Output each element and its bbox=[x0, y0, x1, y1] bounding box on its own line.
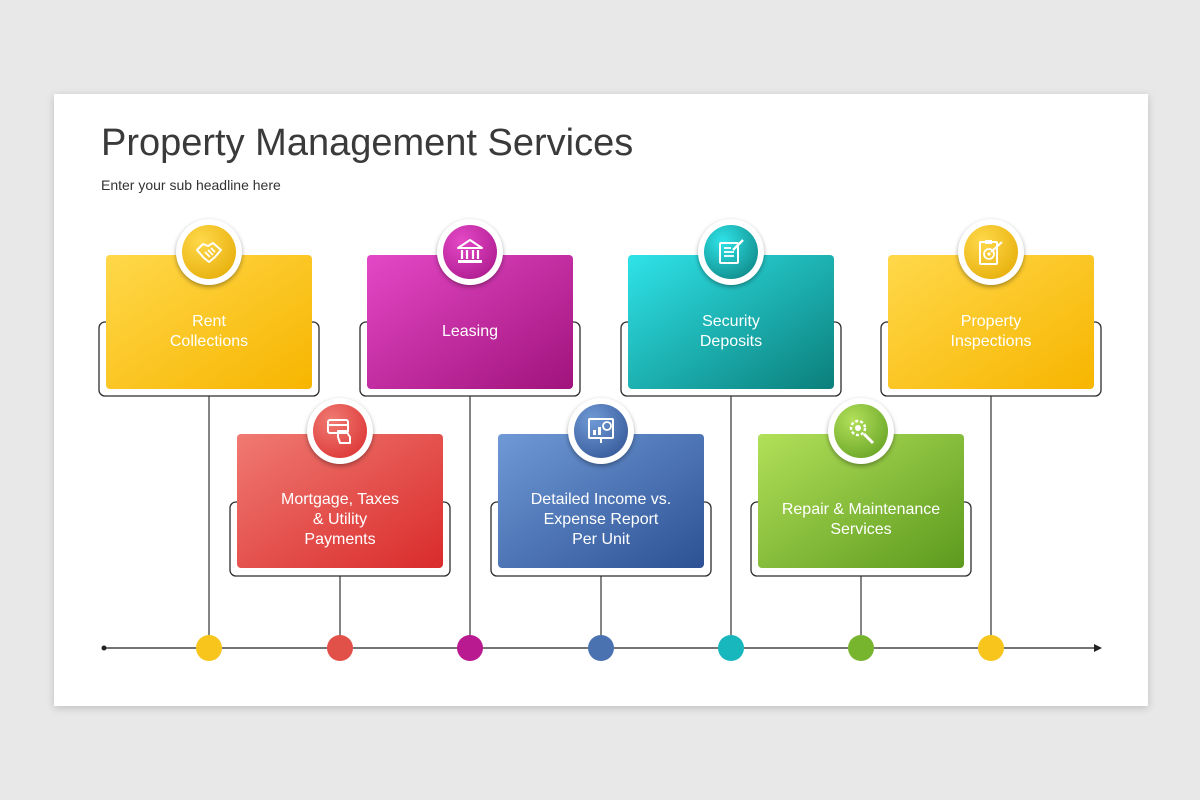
service-label: Security Deposits bbox=[699, 313, 763, 350]
service-label: Repair & Maintenance Services bbox=[781, 501, 941, 538]
icon-badge bbox=[307, 398, 373, 464]
service-label: Detailed Income vs. Expense Report Per U… bbox=[530, 491, 672, 548]
gear-search-icon bbox=[849, 419, 875, 445]
service-label: Property Inspections bbox=[950, 313, 1032, 350]
icon-badge bbox=[176, 219, 242, 285]
handshake-icon bbox=[196, 242, 222, 263]
payment-icon bbox=[327, 419, 351, 444]
slide: Property Management Services Enter your … bbox=[54, 94, 1148, 706]
service-card bbox=[498, 434, 704, 568]
page-subtitle: Enter your sub headline here bbox=[101, 177, 281, 193]
service-card bbox=[888, 255, 1094, 389]
report-icon bbox=[588, 418, 614, 443]
timeline-dot bbox=[978, 635, 1004, 661]
icon-badge bbox=[958, 219, 1024, 285]
icon-badge bbox=[437, 219, 503, 285]
timeline-diagram bbox=[98, 255, 1102, 661]
timeline-start-dot bbox=[101, 645, 107, 651]
bank-icon bbox=[457, 239, 483, 263]
timeline-dot bbox=[196, 635, 222, 661]
icon-badge bbox=[568, 398, 634, 464]
service-cards bbox=[98, 255, 1102, 577]
service-label: Rent Collections bbox=[169, 313, 249, 350]
timeline-dot bbox=[457, 635, 483, 661]
service-card bbox=[758, 434, 964, 568]
connectors bbox=[208, 396, 992, 648]
service-label: Leasing bbox=[441, 323, 499, 340]
icon-badge bbox=[698, 219, 764, 285]
clipboard-target-icon bbox=[979, 240, 1003, 265]
timeline-dot bbox=[588, 635, 614, 661]
page-title: Property Management Services bbox=[101, 122, 634, 164]
timeline-axis bbox=[101, 635, 1102, 661]
icon-badge bbox=[828, 398, 894, 464]
service-card bbox=[237, 434, 443, 568]
timeline-arrowhead bbox=[1094, 644, 1102, 652]
timeline-dot bbox=[718, 635, 744, 661]
service-label: Mortgage, Taxes & Utility Payments bbox=[281, 491, 399, 548]
timeline-dot bbox=[327, 635, 353, 661]
service-card bbox=[106, 255, 312, 389]
contract-icon bbox=[719, 239, 744, 264]
timeline-dot bbox=[848, 635, 874, 661]
service-card bbox=[367, 255, 573, 389]
service-card bbox=[628, 255, 834, 389]
